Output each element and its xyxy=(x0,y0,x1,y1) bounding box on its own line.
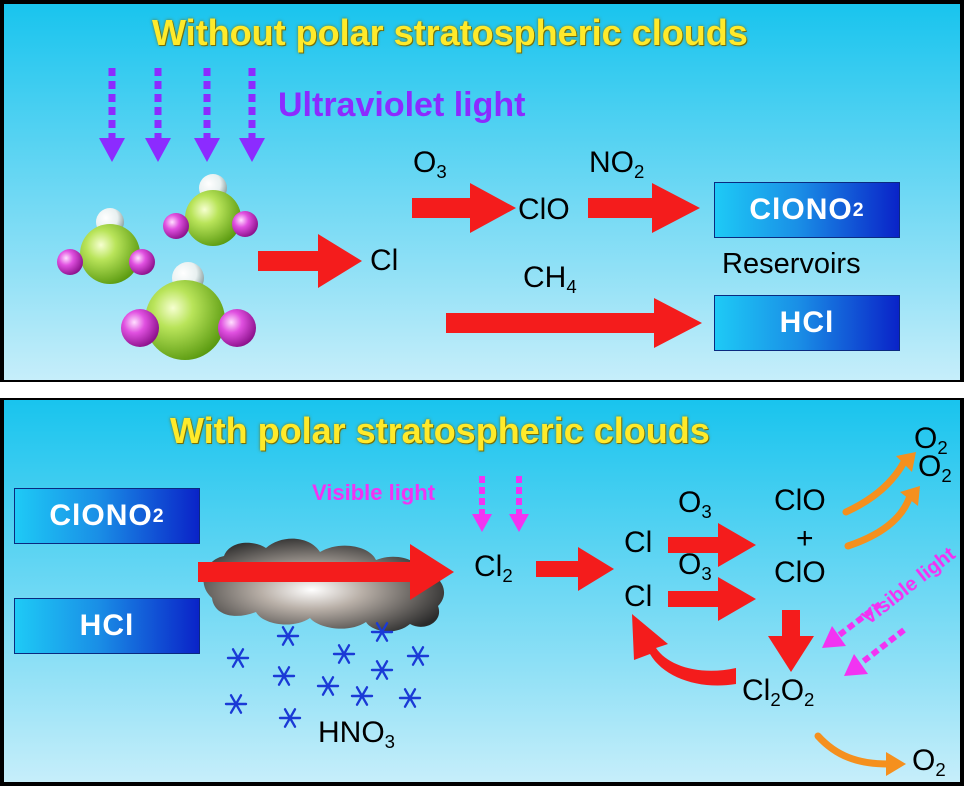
cl-b-label: Cl xyxy=(624,580,653,613)
uv-arrow-1-icon xyxy=(99,68,125,162)
arrow-reservoirs-to-cl2-icon xyxy=(198,544,454,600)
snowflake-icon xyxy=(370,660,394,680)
arrow-cl-to-clo-icon xyxy=(412,183,516,233)
plus-sign: + xyxy=(796,522,814,555)
cl-label: Cl xyxy=(370,244,399,277)
arrow-cl-to-clo-b-icon xyxy=(668,577,756,621)
cl2o2-label: Cl2O2 xyxy=(742,674,815,710)
snowflake-icon xyxy=(224,694,248,714)
panel-divider xyxy=(0,380,964,400)
visible-diag-arrow-2-icon xyxy=(844,627,906,676)
arrow-clo-to-cl2o2-icon xyxy=(768,610,814,672)
uv-arrow-4-icon xyxy=(239,68,265,162)
arrow-cl2o2-to-cl-icon xyxy=(632,614,736,686)
snowflake-icon xyxy=(406,646,430,666)
arrow-molecules-to-cl-icon xyxy=(258,234,362,288)
o3-label: O3 xyxy=(413,146,447,182)
snowflake-icon xyxy=(398,688,422,708)
clo-label: ClO xyxy=(518,193,570,226)
arrow-clo-to-clono2-icon xyxy=(588,183,700,233)
visible-light-arrows xyxy=(472,476,529,532)
diagonal-visible-arrows xyxy=(822,601,906,676)
o2-b-label: O2 xyxy=(918,450,952,486)
bottom-arrows xyxy=(198,523,814,686)
cl2-label: Cl2 xyxy=(474,550,513,586)
hcl-box: HCl xyxy=(14,598,200,654)
o2-c-label: O2 xyxy=(912,744,946,780)
arrow-cl-to-hcl-icon xyxy=(446,298,702,348)
hcl-reservoir-box: HCl xyxy=(714,295,900,351)
snowflake-icon xyxy=(226,648,250,668)
arrow-cl-to-clo-a-icon xyxy=(668,523,756,567)
snowflake-icon xyxy=(350,686,374,706)
snowflake-icon xyxy=(332,644,356,664)
arrow-clo-to-o2-b-icon xyxy=(844,486,920,550)
arrow-cl2o2-to-o2-icon xyxy=(814,732,906,776)
no2-label: NO2 xyxy=(589,146,645,182)
visible-arrow-1-icon xyxy=(472,476,492,532)
snowflake-icon xyxy=(276,626,300,646)
visible-arrow-2-icon xyxy=(509,476,529,532)
arrow-clo-to-o2-a-icon xyxy=(842,452,916,516)
molecule-1-icon xyxy=(57,208,155,284)
o3-a-label: O3 xyxy=(678,486,712,522)
snowflake-icon xyxy=(316,676,340,696)
top-arrows xyxy=(258,183,702,348)
uv-arrow-2-icon xyxy=(145,68,171,162)
clo-a-label: ClO xyxy=(774,484,826,517)
o2-a-label: O2 xyxy=(914,422,948,458)
ch4-label: CH4 xyxy=(523,261,577,297)
snowflake-icon xyxy=(278,708,302,728)
snowflake-icon xyxy=(272,666,296,686)
panel-with-psc xyxy=(4,400,960,782)
arrow-cl2-to-cl-icon xyxy=(536,547,614,591)
molecule-3-icon xyxy=(121,262,256,360)
hno3-label: HNO3 xyxy=(318,716,396,752)
panel-title-without-psc: Without polar stratospheric clouds xyxy=(152,12,748,53)
panel-title-with-psc: With polar stratospheric clouds xyxy=(170,410,710,451)
uv-light-label: Ultraviolet light xyxy=(278,86,526,124)
uv-arrow-3-icon xyxy=(194,68,220,162)
molecule-2-icon xyxy=(163,174,258,246)
psc-cloud-icon xyxy=(203,538,445,632)
cl-a-label: Cl xyxy=(624,526,653,559)
snowflake-icon xyxy=(370,622,394,642)
reservoirs-label: Reservoirs xyxy=(722,248,861,280)
visible-diag-arrow-1-icon xyxy=(822,601,882,648)
visible-light-label: Visible light xyxy=(312,480,436,505)
o3-b-label: O3 xyxy=(678,548,712,584)
uv-arrows xyxy=(99,68,265,162)
orange-arrows xyxy=(814,452,920,776)
clo-b-label: ClO xyxy=(774,556,826,589)
snowflakes xyxy=(224,622,430,728)
